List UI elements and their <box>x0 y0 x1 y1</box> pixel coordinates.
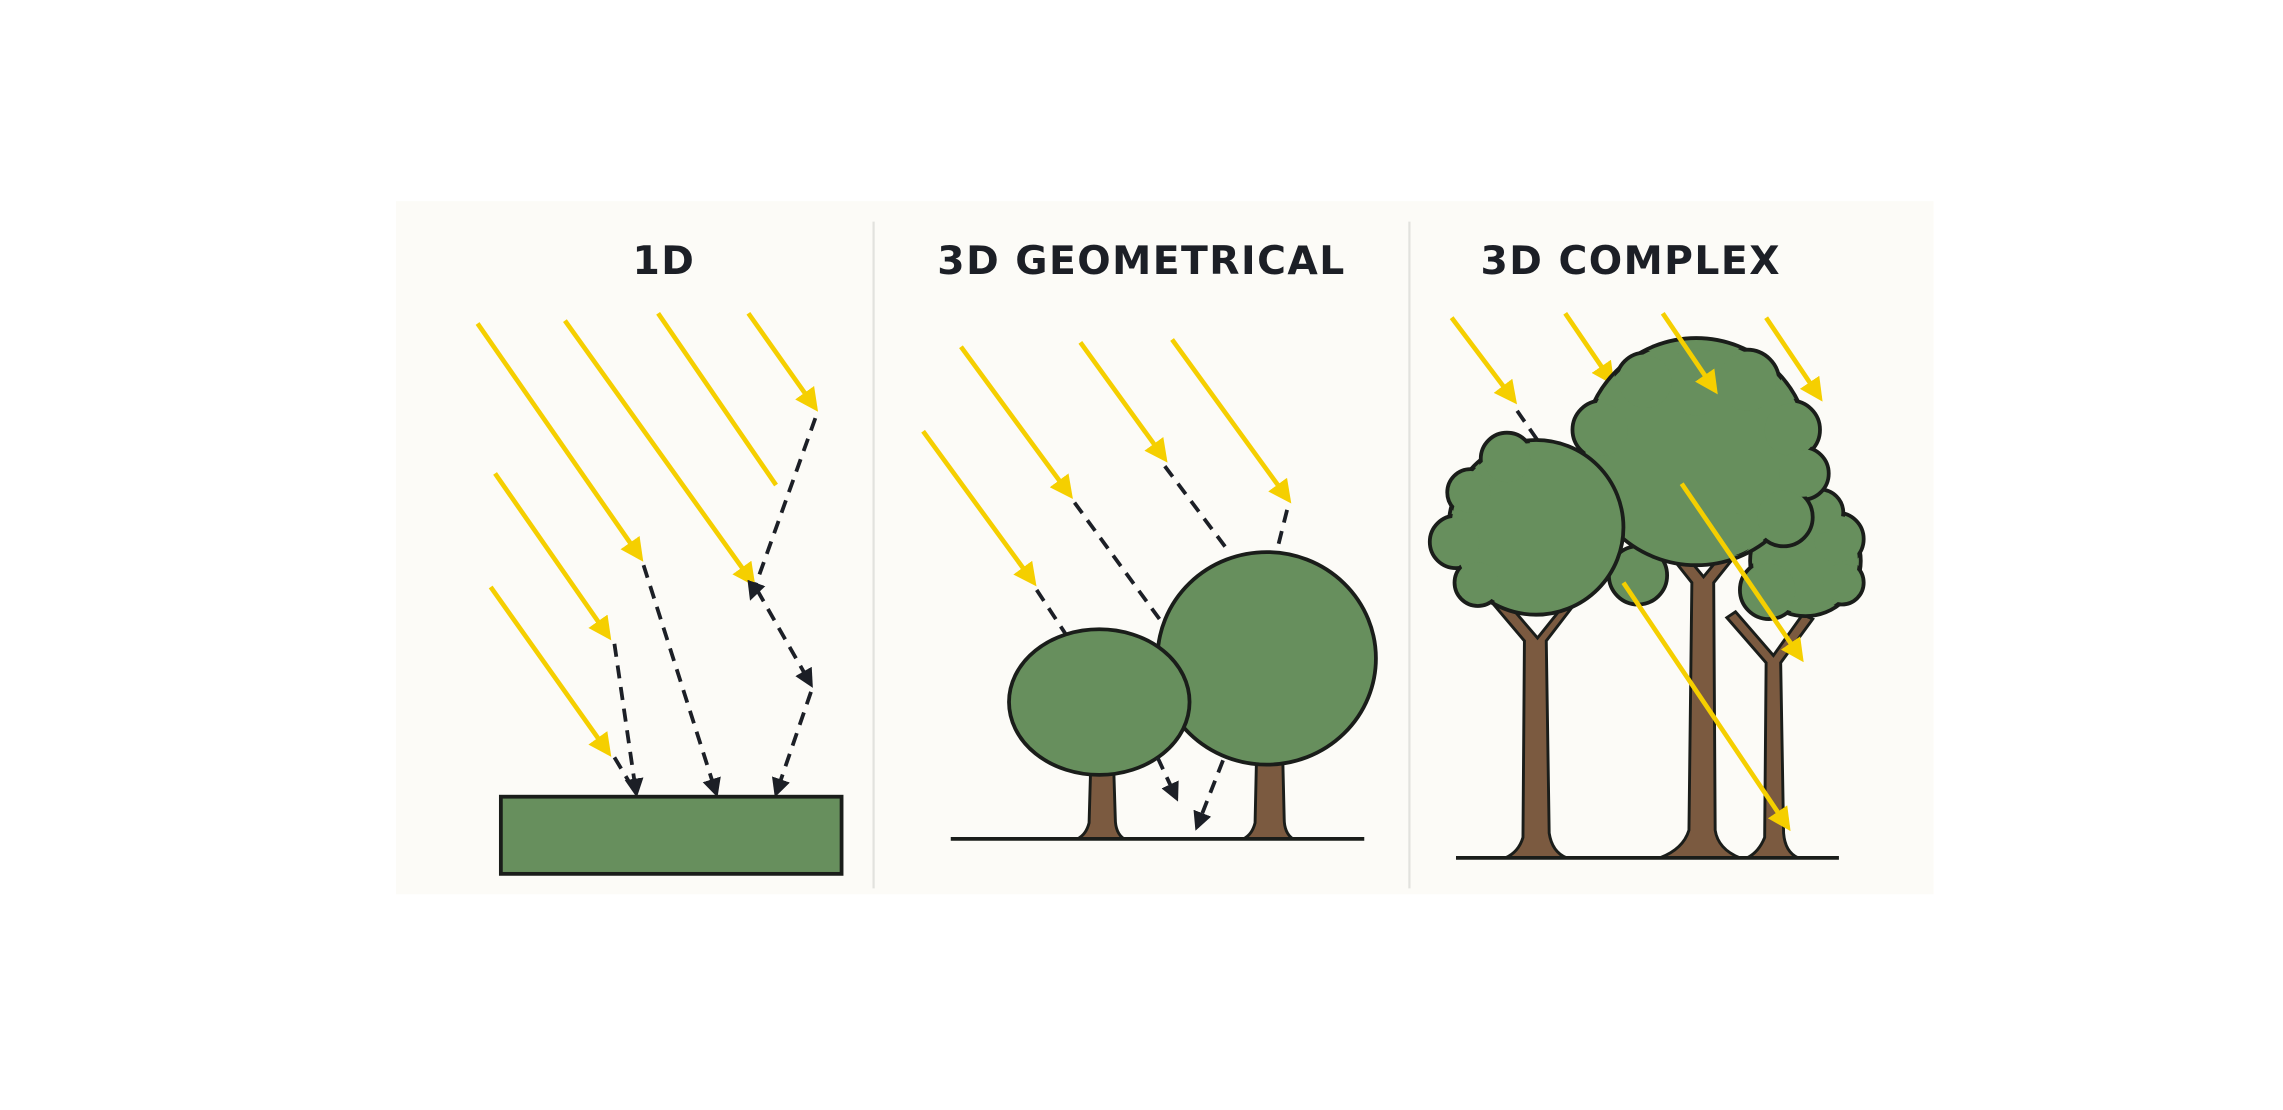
reflected-ray <box>1275 509 1289 552</box>
sun-ray <box>1679 482 1804 663</box>
sun-ray <box>1764 316 1823 402</box>
tree-crown <box>1570 336 1831 568</box>
sun-ray <box>1660 311 1718 395</box>
sun-ray <box>1563 311 1615 386</box>
reflected-ray <box>612 643 644 798</box>
tree-trunk <box>1724 609 1815 860</box>
panel-3d-complex <box>1427 311 1866 860</box>
reflected-ray <box>1193 759 1225 831</box>
panel-3d-geometrical <box>921 338 1378 841</box>
reflected-ray <box>1163 465 1232 555</box>
sun-ray <box>656 311 778 487</box>
reflected-ray <box>772 691 813 798</box>
sun-ray <box>563 319 756 587</box>
panel-title-3d-geometrical: 3D GEOMETRICAL <box>937 239 1345 284</box>
sun-ray <box>1449 316 1518 405</box>
ellipsoid-crown <box>1155 550 1378 767</box>
ellipsoid-crown <box>1007 627 1192 777</box>
reflected-ray <box>612 756 638 795</box>
sun-ray <box>1621 581 1791 832</box>
reflected-ray <box>1155 756 1179 802</box>
sun-ray <box>493 472 612 641</box>
flat-canopy-layer <box>498 794 844 876</box>
sun-ray <box>488 585 612 757</box>
reflected-ray <box>747 417 818 601</box>
panel-title-1d: 1D <box>632 239 695 284</box>
panel-1d <box>475 311 844 876</box>
sun-ray <box>746 311 819 412</box>
sun-ray <box>1170 338 1292 504</box>
sun-ray <box>475 322 644 562</box>
reflected-ray <box>755 589 813 688</box>
panel-title-3d-complex: 3D COMPLEX <box>1480 239 1781 284</box>
sun-ray <box>921 429 1037 587</box>
reflected-ray <box>1035 588 1072 642</box>
tree-crown <box>1427 430 1626 617</box>
sun-ray <box>959 345 1073 500</box>
sun-ray <box>1078 341 1168 463</box>
reflected-ray <box>641 564 721 798</box>
reflected-ray <box>1072 501 1167 628</box>
